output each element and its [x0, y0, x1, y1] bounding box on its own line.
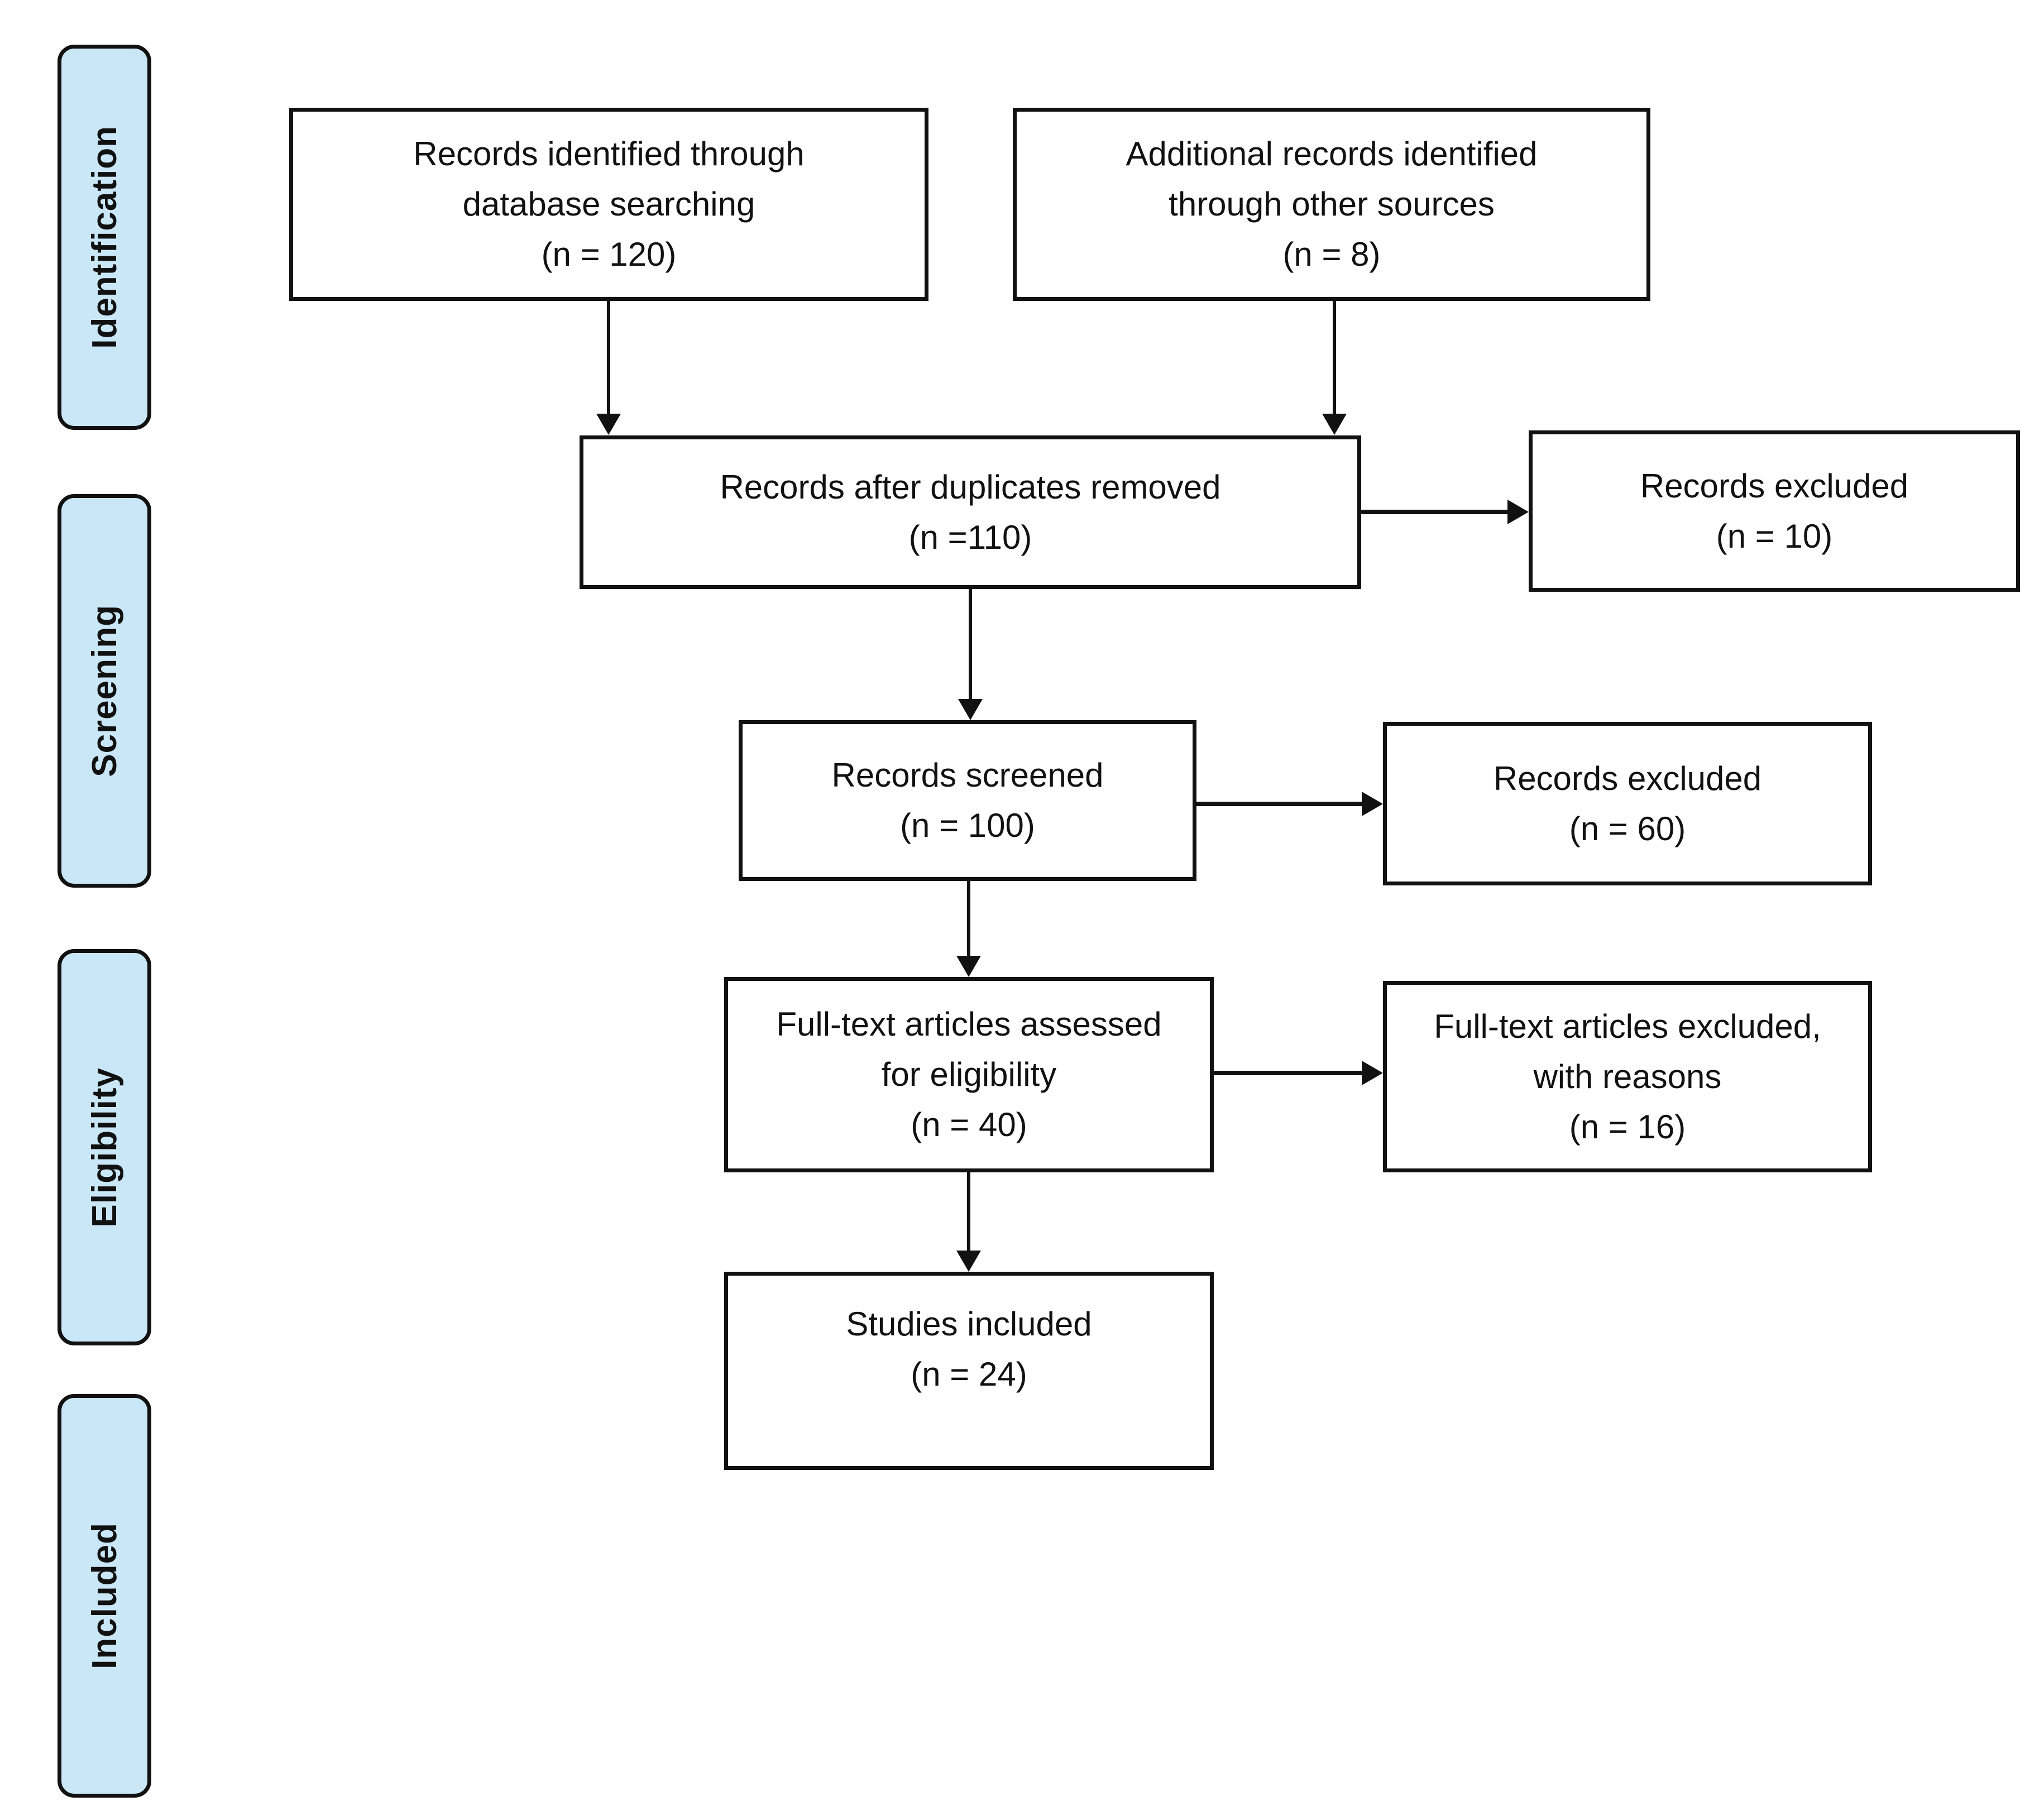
flow-box-records-identified: Records identified through database sear…: [289, 108, 928, 301]
box-line: (n = 24): [911, 1355, 1027, 1393]
box-line: (n = 8): [1282, 236, 1381, 273]
arrow-line-screened-to-fulltext: [967, 881, 970, 957]
arrow-line-duplicates-to-screened: [969, 589, 972, 700]
flow-box-records-excluded-screened: Records excluded (n = 60): [1383, 722, 1872, 885]
arrowhead-fulltext-to-excluded: [1362, 1061, 1383, 1085]
box-line: Records excluded: [1493, 759, 1762, 797]
arrowhead-additional-to-duplicates: [1322, 414, 1347, 435]
stage-label-included: Included: [58, 1394, 151, 1798]
box-line: Additional records identified: [1126, 135, 1538, 173]
box-line: Full-text articles assessed: [776, 1005, 1162, 1043]
arrow-line-fulltext-to-excluded: [1214, 1071, 1363, 1075]
box-line: Records excluded: [1640, 467, 1909, 505]
arrow-line-identified-to-duplicates: [607, 301, 610, 415]
arrowhead-screened-to-excluded: [1362, 792, 1383, 816]
stage-label-identification: Identification: [58, 45, 151, 430]
arrowhead-screened-to-fulltext: [956, 956, 981, 977]
box-line: Full-text articles excluded,: [1434, 1007, 1821, 1045]
box-line: (n =110): [908, 518, 1032, 556]
stage-label-text: Screening: [85, 605, 124, 777]
arrowhead-duplicates-to-screened: [958, 699, 983, 720]
flow-box-records-excluded-duplicates: Records excluded (n = 10): [1529, 430, 2020, 592]
stage-label-text: Eligibility: [85, 1067, 124, 1228]
box-line: (n = 40): [911, 1106, 1027, 1143]
arrowhead-fulltext-to-included: [956, 1251, 981, 1272]
box-line: Records after duplicates removed: [720, 468, 1221, 506]
stage-label-eligibility: Eligibility: [58, 949, 151, 1345]
box-line: (n = 60): [1569, 809, 1686, 847]
arrowhead-identified-to-duplicates: [596, 414, 621, 435]
arrowhead-duplicates-to-excluded: [1507, 500, 1529, 524]
stage-label-text: Included: [85, 1522, 124, 1669]
box-line: with reasons: [1533, 1057, 1722, 1095]
stage-label-text: Identification: [85, 126, 124, 349]
box-line: Records screened: [831, 756, 1104, 794]
flow-box-additional-records: Additional records identified through ot…: [1013, 108, 1650, 301]
box-line: Studies included: [846, 1305, 1092, 1343]
arrow-line-additional-to-duplicates: [1333, 301, 1336, 415]
box-line: through other sources: [1169, 185, 1495, 223]
box-line: for eligibility: [881, 1056, 1057, 1093]
arrow-line-fulltext-to-included: [967, 1172, 970, 1252]
flow-box-records-after-duplicates: Records after duplicates removed (n =110…: [580, 435, 1361, 589]
box-line: (n = 10): [1716, 517, 1833, 555]
flow-box-fulltext-excluded: Full-text articles excluded, with reason…: [1383, 981, 1872, 1172]
box-line: (n = 120): [541, 236, 677, 273]
flow-box-fulltext-assessed: Full-text articles assessed for eligibil…: [724, 977, 1214, 1172]
box-line: database searching: [462, 185, 755, 223]
flow-box-records-screened: Records screened (n = 100): [739, 720, 1196, 881]
flow-box-studies-included: Studies included (n = 24): [724, 1272, 1214, 1470]
box-line: (n = 16): [1569, 1108, 1686, 1146]
arrow-line-duplicates-to-excluded: [1361, 510, 1509, 514]
stage-label-screening: Screening: [58, 494, 151, 888]
box-line: (n = 100): [900, 807, 1035, 844]
box-line: Records identified through: [413, 135, 805, 173]
arrow-line-screened-to-excluded: [1196, 802, 1363, 806]
